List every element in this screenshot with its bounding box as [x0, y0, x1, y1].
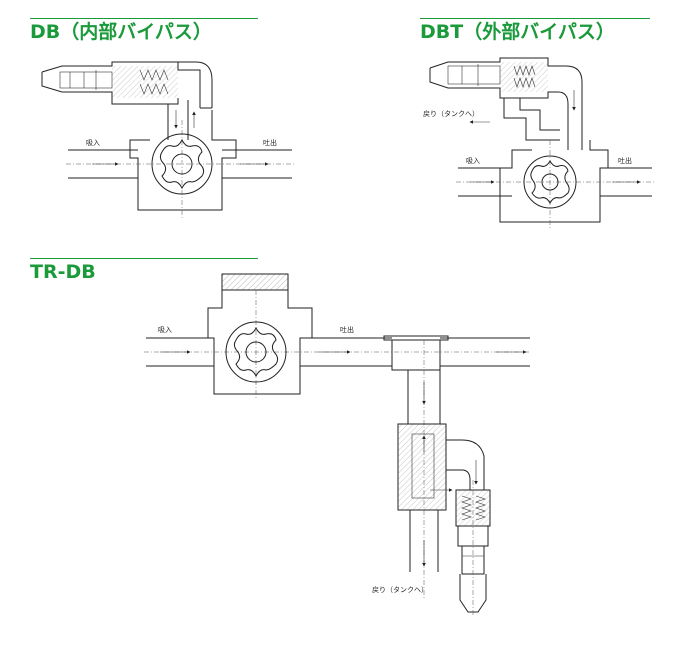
db-label-in: 吸入 [86, 139, 100, 147]
dbt-label-out: 吐出 [618, 156, 632, 165]
trdb-pump-rotor [225, 321, 287, 383]
trdb-label-in: 吸入 [158, 326, 172, 334]
db-pump-rotor [151, 133, 213, 195]
trdb-label-return: 戻り（タンクへ） [372, 585, 428, 594]
db-valve-body [112, 66, 178, 98]
db-diagram: 吸入 吐出 [41, 61, 296, 218]
dbt-heading-rule [420, 18, 650, 19]
trdb-spring [461, 495, 472, 521]
trdb-diagram: 吸入 吐出 戻り（タンクへ） [144, 273, 530, 616]
trdb-label-out: 吐出 [340, 325, 354, 334]
trdb-title: TR-DB [30, 261, 96, 283]
db-spring [139, 69, 169, 81]
dbt-title: DBT（外部バイパス） [420, 21, 615, 43]
trdb-heading-rule [30, 258, 258, 259]
dbt-label-return: 戻り（タンクへ） [423, 109, 479, 118]
db-label-out: 吐出 [263, 138, 277, 147]
dbt-label-in: 吸入 [466, 157, 480, 165]
db-heading-rule [30, 18, 258, 19]
dbt-diagram: 戻り（タンクへ） 吸入 吐出 [423, 57, 654, 228]
db-title: DB（内部バイパス） [30, 21, 212, 43]
dbt-pump-rotor [523, 155, 577, 209]
dbt-valve-body [500, 62, 548, 92]
